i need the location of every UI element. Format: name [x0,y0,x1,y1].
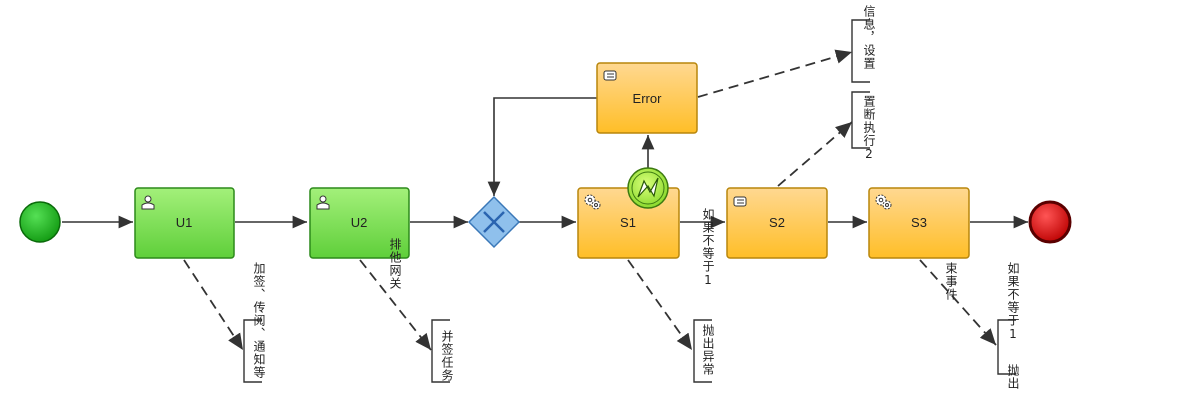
annotation-error-text: 信息，设置 [862,5,876,70]
start-event[interactable] [19,201,61,243]
user-task-u1[interactable]: U1 [134,187,235,259]
annotation-s3-text: 抛出 [1006,364,1020,390]
assoc-u1-note[interactable] [183,259,244,351]
annotation-s2-text: 置断执行2 [862,95,876,162]
s1-label: S1 [620,215,636,230]
s3-label: S3 [911,215,927,230]
annotation-s1-text: 抛出异常 [701,324,715,376]
script-icon [603,70,617,81]
assoc-error-note[interactable] [697,49,853,98]
bracket-s2 [851,91,870,149]
sequence-flows [62,97,1028,229]
script-icon [733,196,747,207]
assoc-s2-note[interactable] [777,121,853,187]
flow-label-end: 如果不等于1 [1006,262,1020,342]
assoc-s3-note[interactable] [919,259,997,346]
assoc-s1-note[interactable] [627,259,693,351]
script-task-s2[interactable]: S2 [726,187,828,259]
bracket-error [851,19,870,83]
bracket-s1 [693,319,712,383]
s2-label: S2 [769,215,785,230]
assoc-u2-note[interactable] [359,259,432,351]
annotation-u2-text: 并签任务 [440,330,454,382]
exclusive-gateway[interactable] [467,195,521,249]
annotation-brackets [243,19,1016,383]
u1-label: U1 [176,215,193,230]
boundary-error-event[interactable] [627,167,669,209]
associations [183,49,997,351]
flow-label-s1: 如果不等于1 [701,208,715,288]
user-icon [316,195,330,210]
flow-error-gateway[interactable] [487,97,597,196]
user-icon [141,195,155,210]
flow-label-s3: 束事件 [944,262,958,301]
flow-label-u2: 排他网关 [388,238,402,290]
bracket-u2 [431,319,450,383]
gear-icon [584,194,601,210]
error-label: Error [633,91,663,106]
error-bolt-icon [637,177,659,198]
bracket-u1 [243,319,262,383]
service-task-s3[interactable]: S3 [868,187,970,259]
end-event[interactable] [1028,200,1072,244]
gear-icon [875,194,892,210]
u2-label: U2 [351,215,368,230]
bracket-s3 [997,319,1016,375]
user-task-u2[interactable]: U2 [309,187,410,259]
annotation-u1-text: 加签、传阅、通知等 [252,262,266,379]
task-error[interactable]: Error [596,62,698,134]
